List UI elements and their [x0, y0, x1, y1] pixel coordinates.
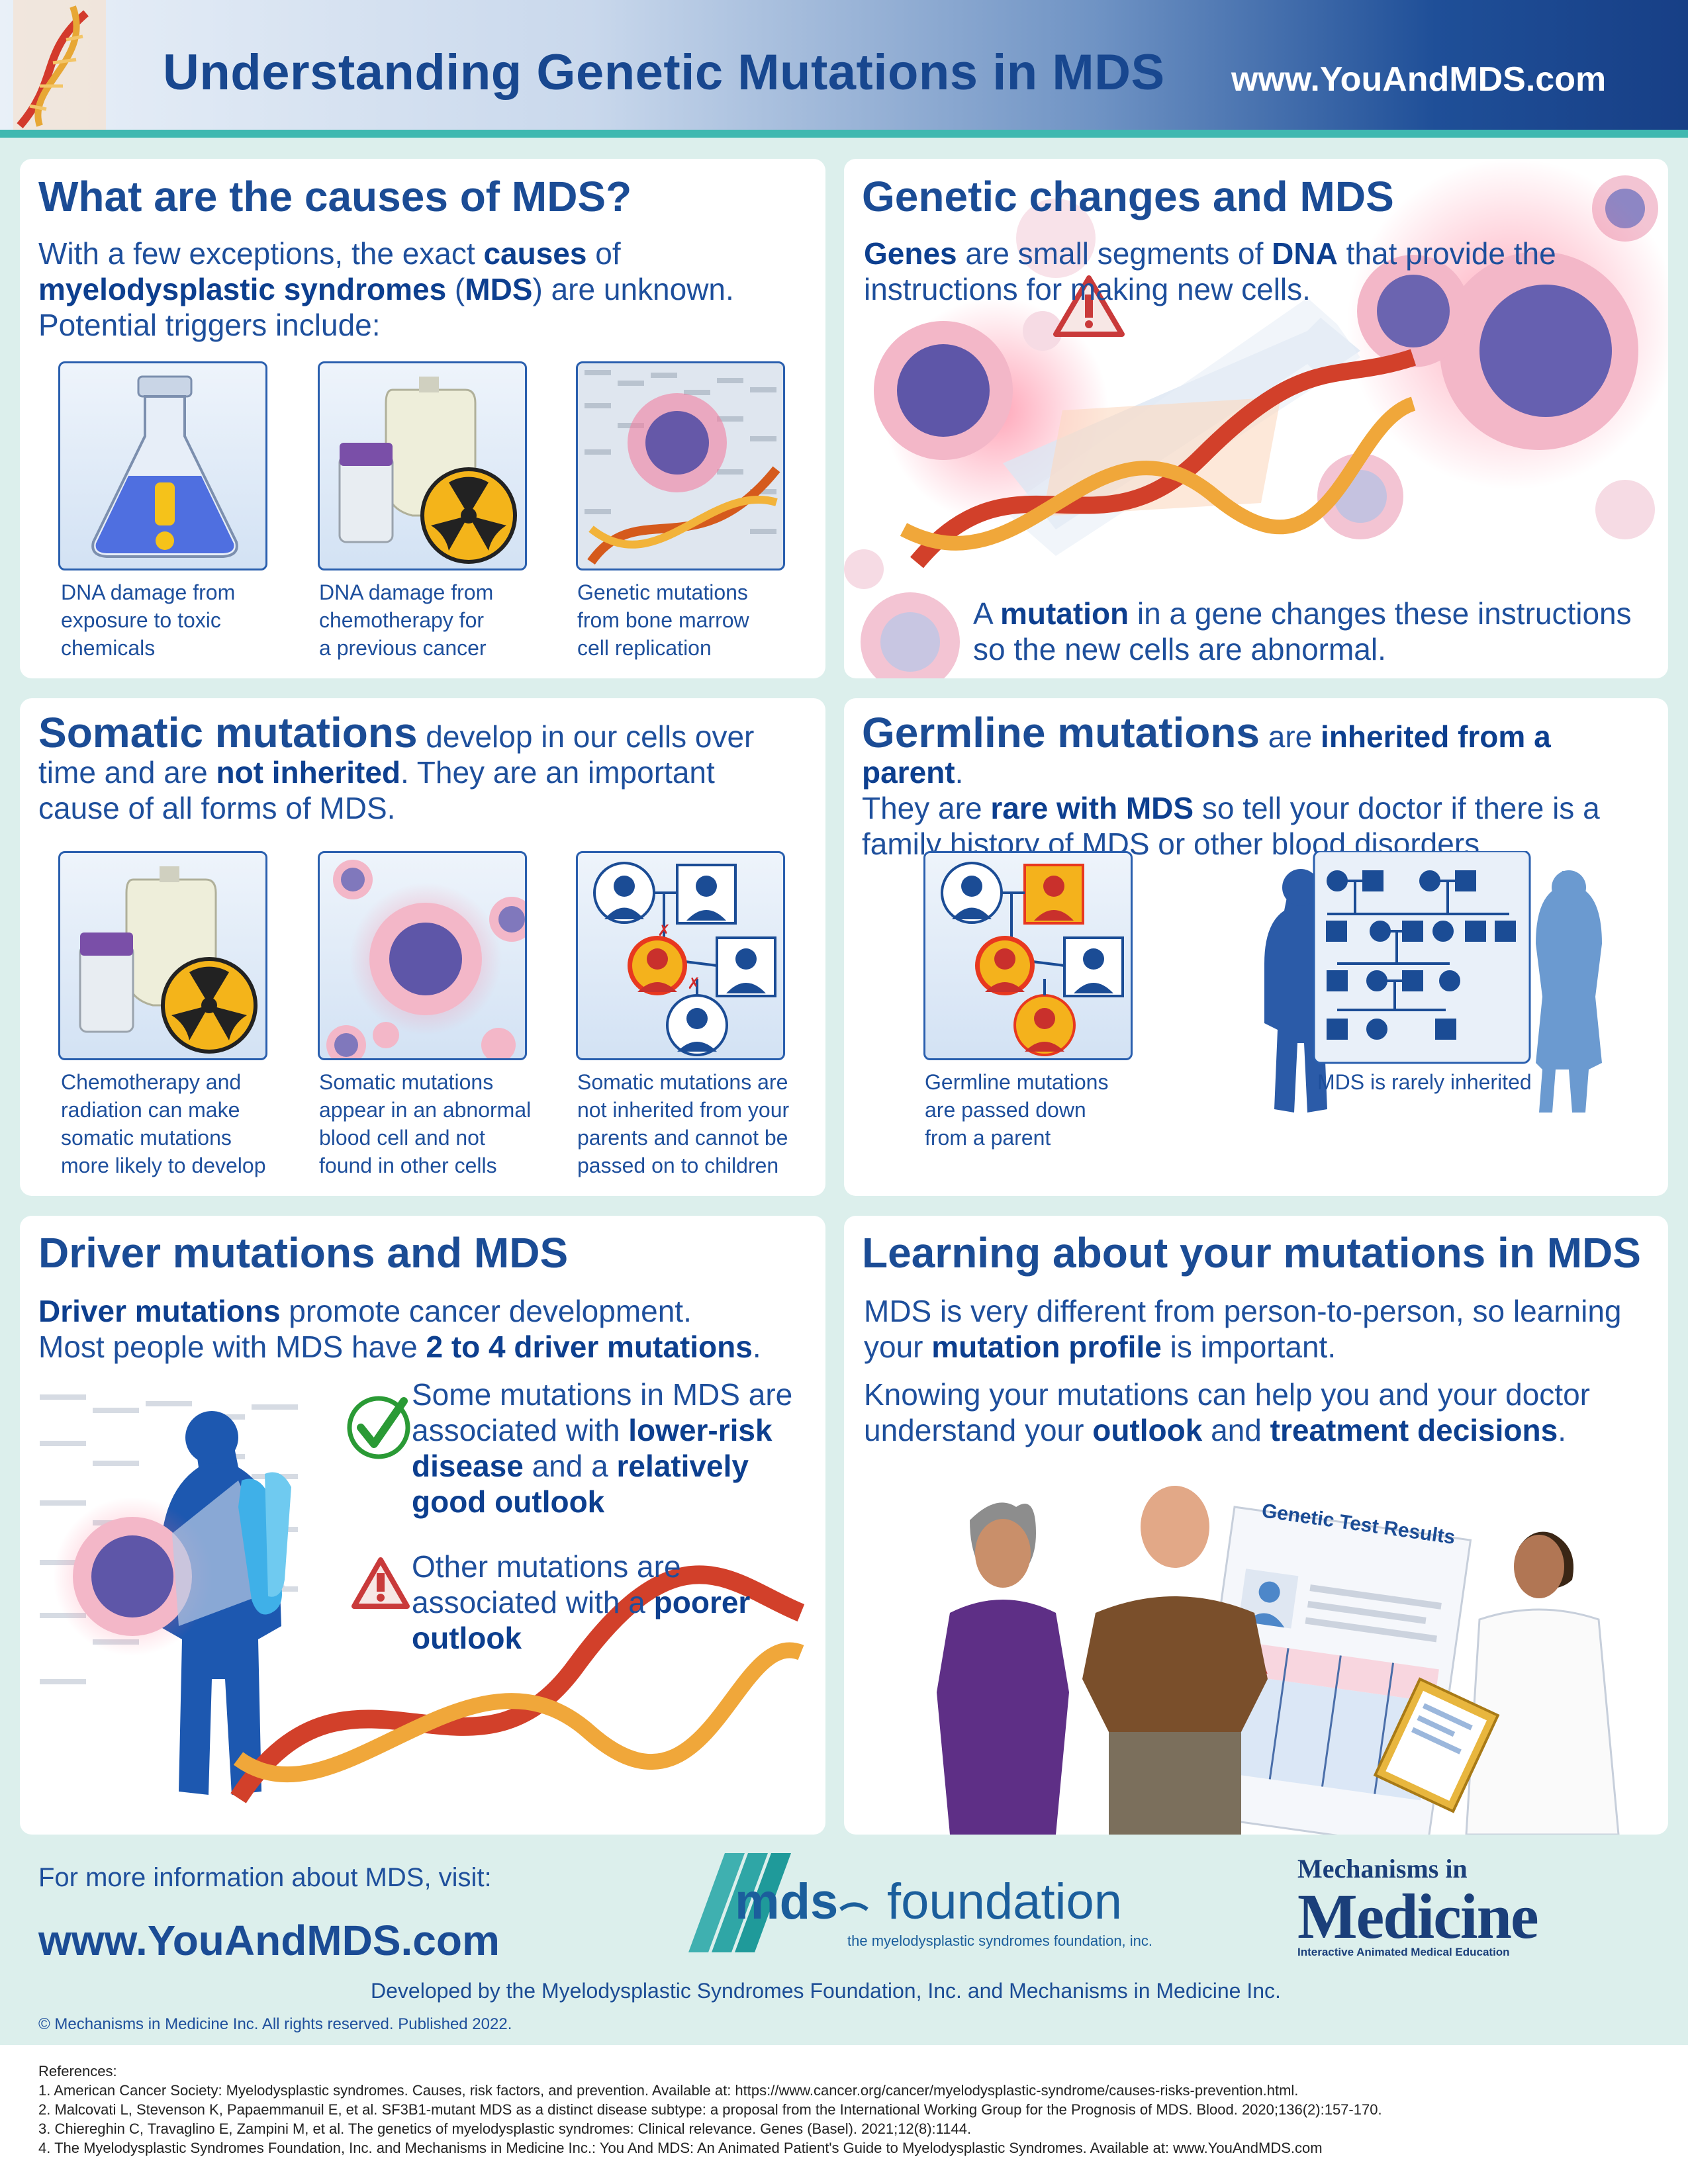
abnormal-cell-tile [318, 851, 527, 1060]
good-outlook-text: Some mutations in MDS are associated wit… [412, 1377, 793, 1519]
genetic-intro: Genes are small segments of DNA that pro… [864, 236, 1556, 306]
copyright-text: © Mechanisms in Medicine Inc. All rights… [38, 2015, 512, 2033]
reference-item: 4. The Myelodysplastic Syndromes Foundat… [38, 2140, 1323, 2156]
abnormal-cell-icon [326, 860, 525, 1058]
driver-illustration [40, 1394, 805, 1803]
not-inherited-family-icon: ✗ ✗ [593, 862, 776, 1056]
mds-logo-text: mds [735, 1874, 839, 1930]
germline-tile [923, 851, 1133, 1060]
family-tree-tile: ✗ ✗ [576, 851, 785, 1060]
reference-item: 3. Chiereghin C, Travaglino E, Zampini M… [38, 2120, 972, 2137]
mim-logo-main: Medicine [1297, 1881, 1539, 1952]
germline-intro: Germline mutations are inherited from a … [862, 709, 1600, 861]
panel-genetic [844, 159, 1668, 678]
flask-tile [58, 361, 267, 570]
mim-logo-sub: Interactive Animated Medical Education [1297, 1946, 1510, 1958]
inherited-family-icon [941, 862, 1124, 1056]
chemo-radiation-icon [79, 866, 258, 1054]
panel-learning: Genetic Test Results [844, 1216, 1668, 1835]
footer-url-link[interactable]: www.YouAndMDS.com [38, 1917, 500, 1964]
mds-foundation-logo [688, 1853, 868, 1952]
pedigree-illustration [1264, 851, 1602, 1113]
reference-item: 1. American Cancer Society: Myelodysplas… [38, 2082, 1299, 2099]
poor-outlook-text: Other mutations are associated with a po… [412, 1549, 751, 1655]
pedigree-caption: MDS is rarely inherited [1317, 1070, 1532, 1094]
cells-dna-illustration [844, 159, 1668, 678]
causes-intro: With a few exceptions, the exact causes … [38, 236, 734, 342]
gel-dna-icon [585, 370, 780, 565]
mutation-text: A mutation in a gene changes these instr… [973, 596, 1632, 666]
driver-title: Driver mutations and MDS [38, 1229, 569, 1277]
reference-item: 2. Malcovati L, Stevenson K, Papaemmanui… [38, 2101, 1382, 2118]
somatic-intro: Somatic mutations develop in our cells o… [38, 709, 755, 825]
panel-driver [20, 1216, 825, 1835]
svg-text:✗: ✗ [657, 921, 671, 940]
more-info-text: For more information about MDS, visit: [38, 1863, 492, 1892]
svg-text:✗: ✗ [687, 974, 700, 993]
references-list: References: 1. American Cancer Society: … [38, 2062, 1654, 2158]
dna-header-icon [13, 0, 106, 132]
chemo-tile [318, 361, 527, 570]
driver-intro: Driver mutations promote cancer developm… [38, 1294, 761, 1364]
header-divider [0, 130, 1688, 138]
learning-outlook: Knowing your mutations can help you and … [864, 1377, 1590, 1447]
learning-title: Learning about your mutations in MDS [862, 1229, 1641, 1277]
page-title: Understanding Genetic Mutations in MDS [163, 44, 1165, 101]
marrow-tile [576, 361, 785, 570]
causes-title: What are the causes of MDS? [38, 173, 632, 220]
patients-doctor-illustration: Genetic Test Results [937, 1486, 1620, 1835]
chemo-bag-icon [338, 377, 517, 564]
header-url-link[interactable]: www.YouAndMDS.com [1231, 60, 1607, 99]
learning-intro: MDS is very different from person-to-per… [864, 1294, 1622, 1364]
foundation-logo-text: foundation [887, 1874, 1122, 1930]
header-banner [0, 0, 1688, 132]
mim-logo-top: Mechanisms in [1297, 1854, 1468, 1884]
chemo-radiation-tile [58, 851, 267, 1060]
references-panel [0, 2045, 1688, 2184]
genetic-title: Genetic changes and MDS [862, 173, 1394, 220]
developed-by-text: Developed by the Myelodysplastic Syndrom… [371, 1979, 1281, 2003]
toxic-flask-icon [91, 375, 238, 558]
mds-logo-subtitle: the myelodysplastic syndromes foundation… [847, 1933, 1153, 1949]
references-heading: References: [38, 2063, 117, 2079]
